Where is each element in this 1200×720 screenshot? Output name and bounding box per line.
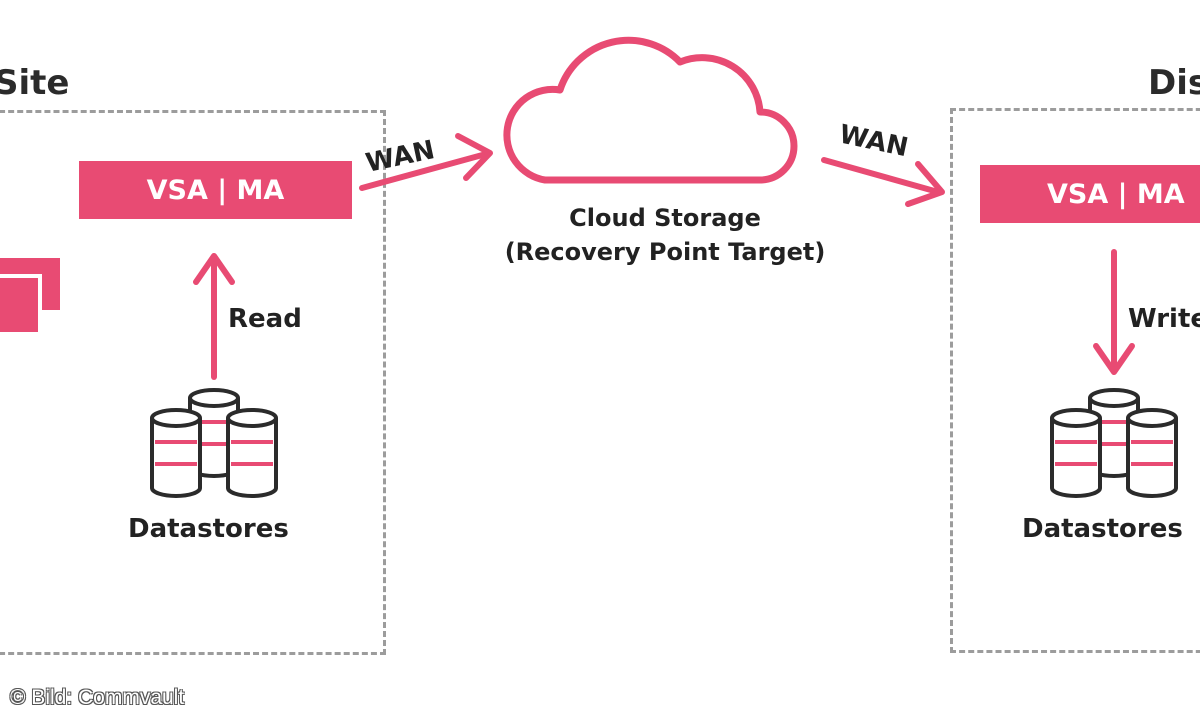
- right-site-frame: [950, 108, 1200, 653]
- image-credit: © Bild: Commvault: [10, 686, 185, 709]
- right-site-title: Dis: [1148, 63, 1200, 103]
- right-datastores-icon: [1050, 388, 1178, 498]
- read-arrow: [193, 253, 235, 380]
- wan-right-arrow: [821, 157, 945, 207]
- left-datastores-label: Datastores: [128, 514, 289, 544]
- cloud-storage-label: Cloud Storage: [569, 204, 761, 232]
- read-label: Read: [228, 304, 302, 334]
- recovery-point-target-label: (Recovery Point Target): [504, 238, 826, 266]
- left-vsa-ma-box: VSA | MA: [79, 161, 352, 219]
- left-site-frame: [0, 110, 386, 655]
- cloud-icon: [503, 36, 798, 184]
- right-vsa-ma-label: VSA | MA: [1047, 178, 1185, 210]
- vm-windows-icon: [0, 258, 60, 336]
- right-datastores-label: Datastores: [1022, 514, 1183, 544]
- left-vsa-ma-label: VSA | MA: [146, 174, 285, 206]
- left-datastores-icon: [150, 388, 278, 498]
- write-arrow: [1093, 249, 1135, 375]
- wan-left-arrow: [359, 133, 493, 191]
- write-label: Write: [1128, 304, 1200, 334]
- left-site-title: Site: [0, 63, 70, 103]
- wan-right-label: WAN: [837, 120, 911, 164]
- right-vsa-ma-box: VSA | MA: [980, 165, 1200, 223]
